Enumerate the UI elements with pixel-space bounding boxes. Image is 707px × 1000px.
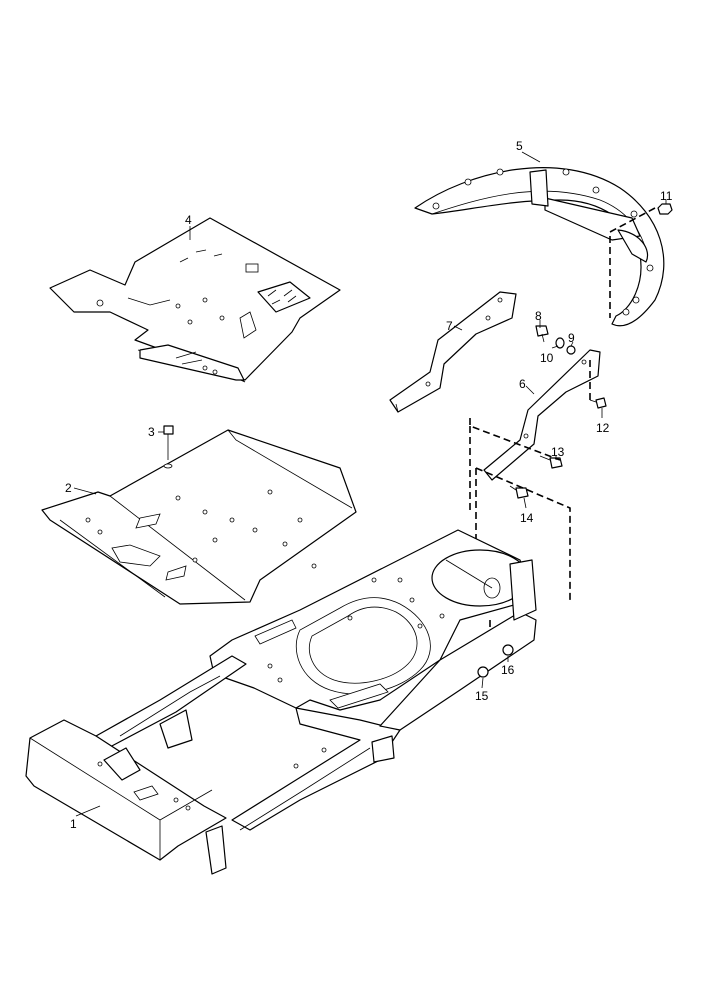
floor-mat-part bbox=[49, 217, 341, 383]
screw-part-3 bbox=[163, 425, 174, 469]
callout-7: 7 bbox=[446, 319, 453, 333]
rear-bumper-part bbox=[414, 167, 665, 327]
callout-9: 9 bbox=[568, 331, 575, 345]
callout-16: 16 bbox=[501, 663, 515, 677]
callout-4: 4 bbox=[185, 213, 192, 227]
nut-part-16 bbox=[502, 644, 514, 656]
callout-1: 1 bbox=[70, 817, 77, 831]
callout-5: 5 bbox=[516, 139, 523, 153]
callout-11: 11 bbox=[660, 189, 673, 203]
washer-part-10 bbox=[555, 337, 565, 349]
callout-6: 6 bbox=[519, 377, 526, 391]
callout-14: 14 bbox=[520, 511, 534, 525]
callout-8: 8 bbox=[535, 309, 542, 323]
callout-12: 12 bbox=[596, 421, 610, 435]
bolt-part-12 bbox=[589, 397, 607, 409]
nut-part-9 bbox=[566, 345, 576, 355]
bracket-left-part bbox=[389, 291, 517, 413]
main-frame-part bbox=[25, 529, 537, 875]
floor-pan-part bbox=[41, 429, 357, 605]
callout-2: 2 bbox=[65, 481, 72, 495]
bolt-part-8 bbox=[535, 325, 549, 343]
callout-10: 10 bbox=[540, 351, 554, 365]
nut-part-11 bbox=[657, 203, 673, 215]
callout-leaders bbox=[73, 151, 667, 817]
nut-part-15 bbox=[477, 666, 489, 678]
callout-13: 13 bbox=[551, 445, 565, 459]
bolt-part-14 bbox=[509, 485, 529, 499]
callout-3: 3 bbox=[148, 425, 155, 439]
callout-15: 15 bbox=[475, 689, 489, 703]
bracket-right-part bbox=[483, 349, 601, 481]
